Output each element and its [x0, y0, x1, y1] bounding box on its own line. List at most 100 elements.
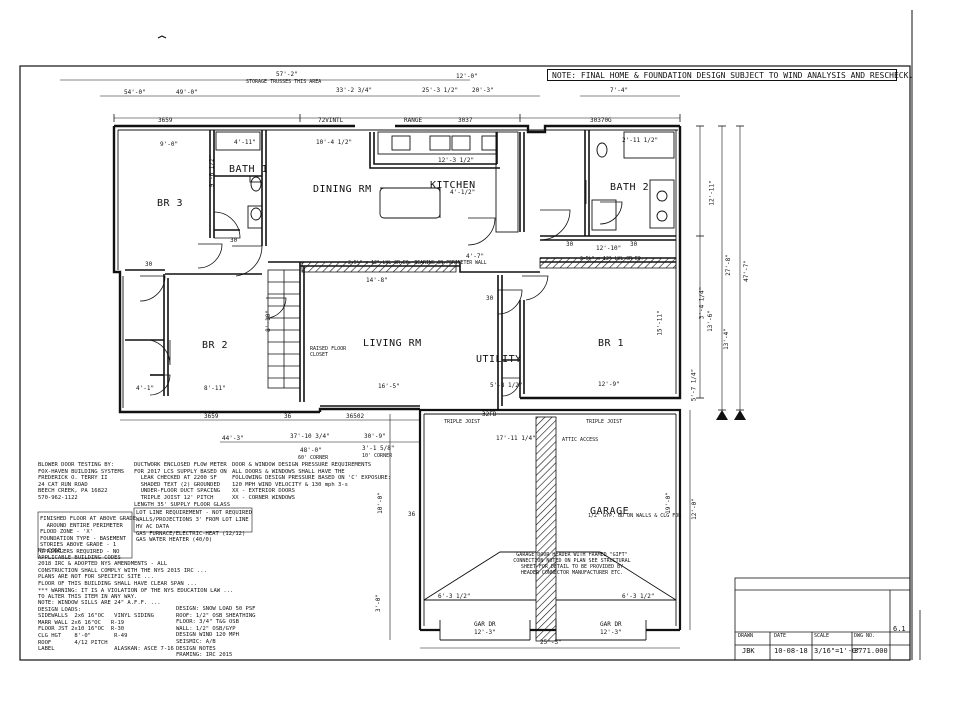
- dim-30-d: 30: [630, 241, 638, 248]
- dim-d3: 33'-2 3/4": [336, 87, 373, 94]
- dim-garage-small2: 6'-3 1/2": [622, 593, 655, 600]
- tb-sheet: 6.1: [893, 625, 906, 633]
- dim-d6: 12'-0": [456, 73, 478, 80]
- design-criteria-block: DESIGN: SNOW LOAD 50 PSF ROOF: 1/2" OSB …: [176, 606, 256, 659]
- dim-dining-w: 10'-4 1/2": [316, 139, 353, 146]
- dim-right-r9: 12'-0": [690, 498, 698, 520]
- beam-hatch-garage: [535, 416, 557, 642]
- dim-bath2-lower: 12'-10": [596, 245, 622, 252]
- dim-kitchen-w: 12'-3 1/2": [438, 157, 475, 164]
- window-pressure-block: DOOR & WINDOW DESIGN PRESSURE REQUIREMEN…: [232, 462, 391, 501]
- dim-right-r2: 27'-8": [724, 254, 732, 276]
- dim-bot-g: 48'-0": [300, 447, 322, 454]
- dim-30-b: 30: [230, 237, 238, 244]
- room-utility: UTILITY: [476, 354, 522, 365]
- blower-door-block: BLOWER DOOR TESTING BY: FOX-HAVEN BUILDI…: [38, 462, 125, 501]
- tb-dwg-label: DWG NO.: [854, 633, 876, 639]
- garage-walls: [418, 408, 682, 632]
- dim-bath1-w: 4'-11": [234, 139, 256, 146]
- dim-utility-w: 5'-8 1/2": [490, 382, 523, 389]
- house-exterior-walls: [112, 124, 682, 414]
- title-block-frame: [734, 577, 911, 661]
- ductwork-block: DUCTWORK ENCLOSED FLOW METER FOR 2017 LC…: [134, 462, 231, 508]
- room-living: LIVING RM: [363, 338, 422, 349]
- dim-gar-door-1: 12'-3": [474, 629, 496, 636]
- dim-bot-a: 3659: [204, 413, 219, 420]
- dim-bot-h: 3'-1 5/8": [362, 445, 395, 452]
- lot-line-block: LOT LINE REQUIREMENT - NOT REQUIRED WALL…: [136, 510, 252, 523]
- tb-dwg: 3771.000: [854, 647, 888, 655]
- dim-36: 36: [408, 511, 416, 518]
- window-w2: 72VINTL: [318, 117, 344, 124]
- dim-kit-small: 4'-1/2": [450, 189, 476, 196]
- dimension-lines: [60, 79, 741, 649]
- room-kitchen: KITCHEN: [430, 180, 476, 191]
- label-range: RANGE: [404, 117, 423, 124]
- dim-right-r4: 13'-6": [706, 310, 714, 332]
- dim-right-r1: 12'-11": [708, 180, 716, 206]
- dim-right-r5: 13'-4": [722, 328, 730, 350]
- dim-30-a: 30: [145, 261, 153, 268]
- dim-d7: 7'-4": [610, 87, 629, 94]
- dim-overall: 57'-2": [276, 71, 298, 78]
- dim-30-e: 30: [486, 295, 494, 302]
- dim-d4: 25'-3 1/2": [422, 87, 459, 94]
- dim-door-32: 32FD: [482, 411, 497, 418]
- dim-d1: 54'-0": [124, 89, 146, 96]
- label-triple-joist-2: TRIPLE JOIST: [586, 419, 623, 425]
- dim-br2-w: 8'-11": [204, 385, 226, 392]
- dim-br3-w: 9'-0": [160, 141, 179, 148]
- garage-door-header-note: GARAGE DOOR HEADER WITH FRAMED "GIFT" CO…: [513, 552, 631, 576]
- dim-d5: 20'-3": [472, 87, 494, 94]
- door-swings: [139, 180, 623, 397]
- room-br1: BR 1: [598, 338, 625, 349]
- room-bath2: BATH 2: [610, 182, 650, 193]
- stairs: [267, 269, 301, 389]
- dim-left-small: 4'-1": [136, 385, 155, 392]
- floor-zone-block: FINISHED FLOOR AT ABOVE GRADE AROUND ENT…: [40, 516, 137, 555]
- tb-scale: 3/16"=1'-0": [814, 647, 861, 655]
- label-gar-door-2: GAR DR: [600, 621, 622, 628]
- dim-bot-b: 36: [284, 413, 292, 420]
- window-w4: 30370G: [590, 117, 612, 124]
- dim-br1-w: 12'-9": [598, 381, 620, 388]
- dim-br3-h: 9'-6 1/2": [208, 154, 216, 188]
- tb-date-label: DATE: [774, 633, 787, 639]
- room-dining: DINING RM: [313, 184, 372, 195]
- design-loads-block: NOTE: WINDOW SILLS ARE 24" A.F.F. ... DE…: [38, 600, 174, 653]
- beam-note-2: 2-5½" x 12" LVL OR EQ.: [580, 257, 644, 262]
- dim-bot-c: 36502: [346, 413, 365, 420]
- beam-hatch-left: [301, 261, 457, 273]
- garage-wall-note: 1/2" GYP. BD ON WALLS & CLG FOR: [588, 513, 682, 519]
- floor-closet-note: RAISED FLOOR CLOSET: [310, 346, 347, 358]
- beam-hatch-right: [539, 257, 677, 269]
- dim-center: 14'-8": [366, 277, 388, 284]
- dim-garage-w: 17'-11 1/4": [496, 435, 536, 442]
- bath-fixtures: [215, 131, 675, 231]
- dim-storage-note: STORAGE TRUSSES THIS AREA: [246, 79, 322, 85]
- dim-br2-h: 8'-10": [264, 310, 272, 332]
- tb-drawn: JBK: [742, 647, 755, 655]
- dim-living-h: 15'-11": [656, 310, 664, 336]
- dim-living-w: 16'-5": [378, 383, 400, 390]
- dim-30-c: 30: [566, 241, 574, 248]
- sheet-border: [19, 65, 911, 661]
- dim-garage-h: 19'-0": [664, 492, 672, 514]
- tb-date: 10-08-18: [774, 647, 808, 655]
- dim-bot-e: 37'-10 3/4": [290, 433, 330, 440]
- dim-kit-small2: 4'-7": [466, 253, 485, 260]
- label-gar-door-1: GAR DR: [474, 621, 496, 628]
- kitchen-fixtures: [377, 131, 519, 233]
- dim-bot-d: 44'-3": [222, 435, 244, 442]
- dim-garage-bottom: 25'-3": [540, 639, 562, 646]
- codes-block: NY CODE: APPLICABLE BUILDING CODES 2018 …: [38, 548, 234, 601]
- beam-note-1: 2-5½" x 12" LVL OR EQ. BEARING ON PERIME…: [348, 261, 487, 266]
- hvac-block: HV AC DATA GAS FURNACE/ELECTRIC-HEAT (12…: [136, 524, 246, 544]
- dim-garage-left2: 3'-0": [375, 593, 383, 613]
- window-w1: 3659: [158, 117, 173, 124]
- dim-bot-h2: 10' CORNER: [362, 453, 393, 459]
- room-bath1: BATH 1: [229, 164, 269, 175]
- dim-bath2-w: 2'-11 1/2": [622, 137, 659, 144]
- dim-garage-small1: 6'-3 1/2": [438, 593, 471, 600]
- dim-bot-f: 30'-9": [364, 433, 386, 440]
